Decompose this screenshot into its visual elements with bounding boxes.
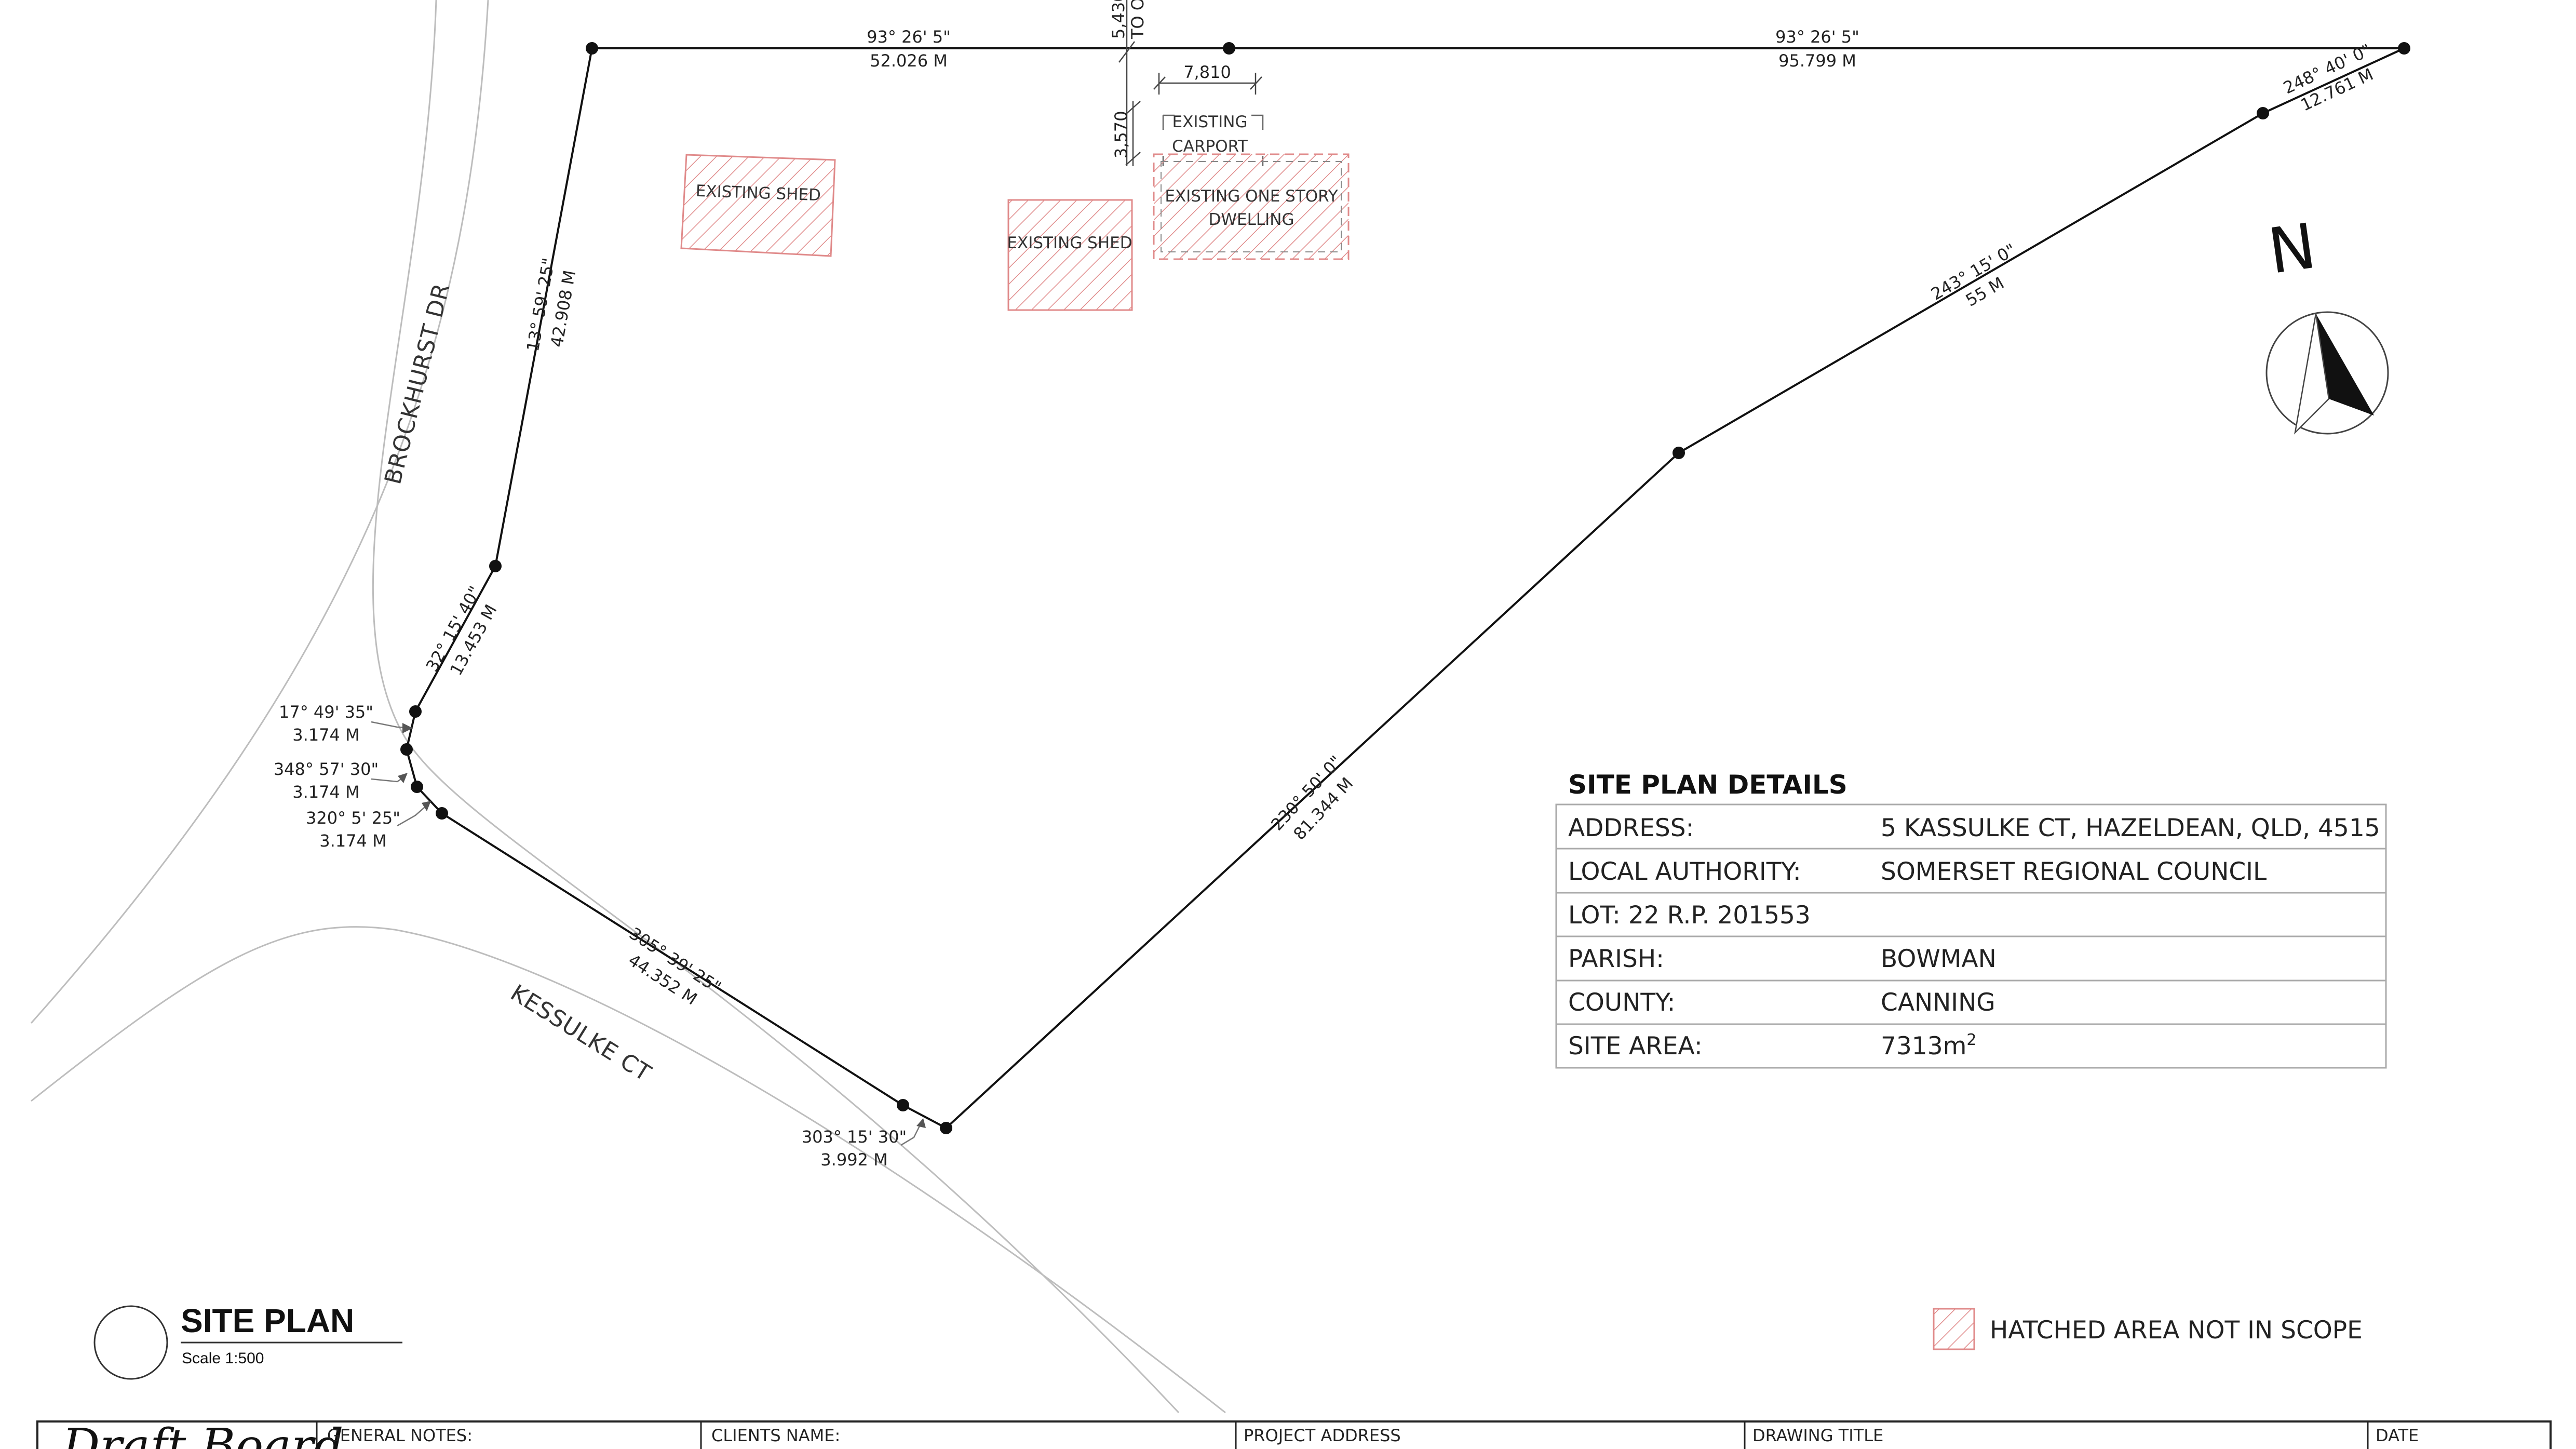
length-south-corner: 3.992 M — [820, 1150, 887, 1170]
tb-date: DATE — [2376, 1426, 2419, 1445]
site-plan-title-block: SITE PLAN Scale 1:500 — [93, 1302, 402, 1380]
shed-1: EXISTING SHED — [680, 154, 836, 257]
tb-general-notes: GENERAL NOTES: — [327, 1426, 473, 1445]
details-authority-value: SOMERSET REGIONAL COUNCIL — [1881, 857, 2267, 886]
length-corner-1: 3.174 M — [292, 725, 359, 745]
north-arrow-label: N — [2264, 210, 2320, 288]
tb-project-address: PROJECT ADDRESS — [1244, 1426, 1401, 1445]
carport-label-line1: EXISTING — [1172, 113, 1248, 131]
bearing-corner-3: 320° 5' 25" — [306, 808, 400, 828]
carport-dimension: 7,810 — [1153, 62, 1262, 95]
bearing-north-east: 93° 26' 5" — [1775, 27, 1859, 47]
details-area-number: 7313m — [1881, 1032, 1966, 1061]
north-arrow-icon — [2316, 314, 2374, 415]
site-plan-details: SITE PLAN DETAILS ADDRESS: 5 KASSULKE CT… — [1555, 770, 2387, 1069]
details-address-label: ADDRESS: — [1568, 814, 1694, 842]
title-block: Draft Board GENERAL NOTES: CLIENTS NAME:… — [36, 1419, 2552, 1449]
street-name-kessulke: KESSULKE CT — [506, 980, 656, 1087]
dwelling: EXISTING ONE STORY DWELLING — [1153, 153, 1350, 260]
bearing-corner-2: 348° 57' 30" — [274, 759, 379, 779]
details-area-value: 7313m2 — [1881, 1031, 1977, 1061]
tb-drawing-title: DRAWING TITLE — [1752, 1426, 1883, 1445]
carport: EXISTING CARPORT — [1162, 113, 1264, 166]
dwelling-label-line1: EXISTING ONE STORY — [1165, 187, 1338, 206]
carport-label-line2: CARPORT — [1172, 137, 1248, 156]
shed-2: EXISTING SHED — [1007, 199, 1133, 311]
length-north-east: 95.799 M — [1778, 51, 1856, 71]
details-title: SITE PLAN DETAILS — [1568, 770, 1847, 800]
details-parish-value: BOWMAN — [1881, 945, 1997, 973]
details-area-unit-sup: 2 — [1966, 1031, 1976, 1049]
length-corner-3: 3.174 M — [319, 831, 386, 851]
bearing-south-corner: 303° 15' 30" — [802, 1127, 907, 1147]
details-county-value: CANNING — [1881, 988, 1995, 1017]
setback-dimension: 3,570 — [1111, 101, 1141, 166]
brand-logo: Draft Board — [61, 1419, 344, 1449]
offset-value: 5,430 — [1109, 0, 1128, 39]
details-address-value: 5 KASSULKE CT, HAZELDEAN, QLD, 4515 — [1881, 814, 2380, 842]
boundary-vertices — [400, 42, 2410, 1134]
north-arrow: N — [2264, 210, 2389, 435]
details-parish-label: PARISH: — [1568, 945, 1664, 973]
site-plan-title: SITE PLAN — [181, 1302, 354, 1339]
tb-clients-name: CLIENTS NAME: — [711, 1426, 840, 1445]
length-corner-2: 3.174 M — [292, 782, 359, 802]
offset-note: TO OB — [1128, 0, 1148, 39]
site-plan-scale: Scale 1:500 — [182, 1350, 264, 1367]
offset-dimension: 5,430 TO OB — [1109, 0, 1148, 166]
length-north-west: 52.026 M — [870, 51, 948, 71]
setback-north-value: 3,570 — [1111, 111, 1131, 158]
details-county-label: COUNTY: — [1568, 988, 1675, 1017]
legend-label: HATCHED AREA NOT IN SCOPE — [1990, 1316, 2363, 1345]
leader-arrowheads — [398, 723, 926, 1128]
details-authority-label: LOCAL AUTHORITY: — [1568, 857, 1801, 886]
dwelling-label-line2: DWELLING — [1208, 210, 1294, 229]
carport-width-value: 7,810 — [1183, 62, 1231, 82]
shed-1-label: EXISTING SHED — [695, 182, 821, 205]
details-area-label: SITE AREA: — [1568, 1032, 1703, 1061]
street-name-brockhurst: BROCKHURST DR — [380, 280, 455, 487]
shed-2-label: EXISTING SHED — [1007, 234, 1132, 252]
legend: HATCHED AREA NOT IN SCOPE — [1933, 1308, 2363, 1350]
legend-hatch-swatch — [1933, 1308, 1975, 1350]
bearing-north-west: 93° 26' 5" — [867, 27, 951, 47]
bearing-corner-1: 17° 49' 35" — [279, 702, 373, 722]
details-lot-label: LOT: 22 R.P. 201553 — [1568, 901, 1811, 930]
